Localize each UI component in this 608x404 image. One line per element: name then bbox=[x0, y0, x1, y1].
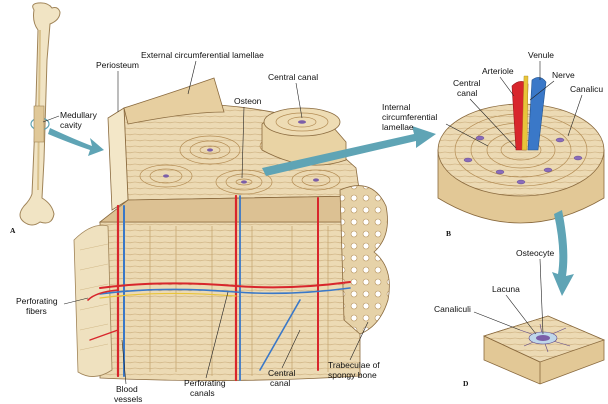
medullary-cavity-label: Medullary cavity bbox=[43, 110, 98, 130]
svg-text:Venule: Venule bbox=[528, 50, 554, 60]
lacuna-block bbox=[484, 316, 604, 384]
svg-text:Blood: Blood bbox=[116, 384, 138, 394]
svg-text:fibers: fibers bbox=[26, 306, 47, 316]
svg-text:External circumferential lamel: External circumferential lamellae bbox=[141, 50, 264, 60]
panel-d-label: D bbox=[463, 379, 469, 388]
svg-text:Trabeculae of: Trabeculae of bbox=[328, 360, 380, 370]
label-arteriole: Arteriole bbox=[482, 66, 514, 96]
svg-text:Central: Central bbox=[268, 368, 296, 378]
compact-bone-block bbox=[74, 78, 389, 381]
zoom-arrow-a bbox=[48, 128, 104, 156]
panel-a-label: A bbox=[10, 226, 16, 235]
svg-text:Lacuna: Lacuna bbox=[492, 284, 520, 294]
svg-text:circumferential: circumferential bbox=[382, 112, 437, 122]
svg-text:spongy bone: spongy bone bbox=[328, 370, 377, 380]
label-canaliculi-d: Canaliculi bbox=[434, 304, 520, 330]
svg-text:vessels: vessels bbox=[114, 394, 142, 404]
svg-text:Periosteum: Periosteum bbox=[96, 60, 139, 70]
svg-text:Arteriole: Arteriole bbox=[482, 66, 514, 76]
label-venule: Venule bbox=[528, 50, 554, 80]
svg-text:Canaliculi: Canaliculi bbox=[434, 304, 471, 314]
svg-text:canal: canal bbox=[270, 378, 290, 388]
svg-text:Osteon: Osteon bbox=[234, 96, 262, 106]
svg-text:Central canal: Central canal bbox=[268, 72, 318, 82]
svg-text:canals: canals bbox=[190, 388, 215, 398]
svg-text:Nerve: Nerve bbox=[552, 70, 575, 80]
svg-text:Internal: Internal bbox=[382, 102, 410, 112]
svg-text:cavity: cavity bbox=[60, 120, 82, 130]
zoom-arrow-d bbox=[552, 210, 574, 296]
label-periosteum: Periosteum bbox=[96, 60, 139, 112]
femur bbox=[20, 3, 60, 225]
trabeculae bbox=[340, 186, 389, 334]
svg-text:Central: Central bbox=[453, 78, 481, 88]
svg-text:Perforating: Perforating bbox=[184, 378, 226, 388]
svg-text:Osteocyte: Osteocyte bbox=[516, 248, 555, 258]
periosteum-sheet bbox=[74, 225, 112, 376]
svg-text:Canalicu: Canalicu bbox=[570, 84, 603, 94]
svg-text:canal: canal bbox=[457, 88, 477, 98]
svg-text:lamellae: lamellae bbox=[382, 122, 414, 132]
svg-text:Perforating: Perforating bbox=[16, 296, 58, 306]
panel-b-label: B bbox=[446, 229, 451, 238]
svg-text:Medullary: Medullary bbox=[60, 110, 98, 120]
osteon-cylinder bbox=[438, 76, 604, 223]
